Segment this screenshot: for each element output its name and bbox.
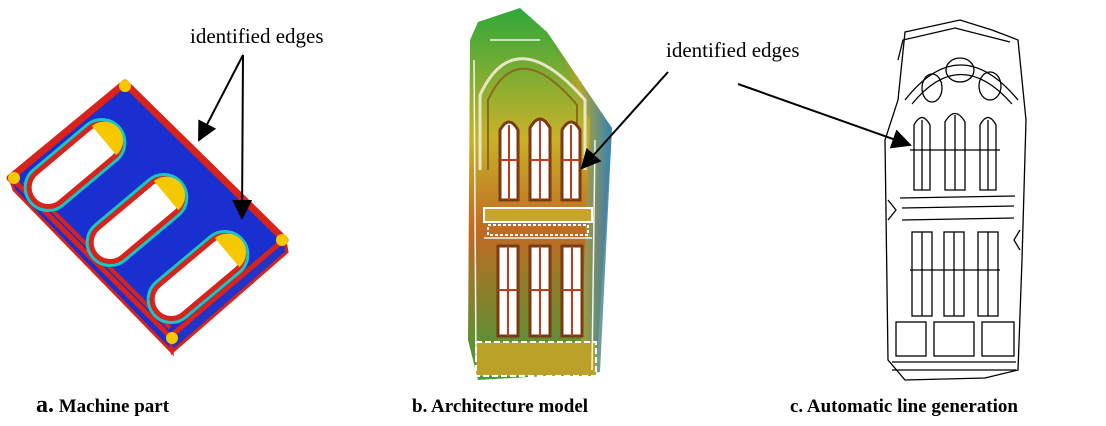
caption-a-letter: a. — [36, 392, 54, 418]
edge-arrow — [737, 83, 912, 149]
edge-arrow — [580, 71, 669, 170]
caption-a: a. Machine part — [36, 392, 169, 419]
machine-part-slot — [146, 230, 250, 324]
line-drawing-figure — [884, 19, 1027, 381]
line-drawing-outline — [884, 19, 1027, 381]
machine-part-slot — [23, 118, 127, 212]
edge-arrow — [198, 54, 244, 142]
edge-arrow — [232, 54, 253, 220]
annotation-identified-edges-a: identified edges — [190, 24, 324, 48]
caption-b: b. Architecture model — [412, 396, 589, 417]
architecture-model-figure — [468, 8, 669, 380]
annotation-identified-edges-b: identified edges — [666, 38, 800, 62]
machine-part-figure — [6, 54, 289, 357]
caption-a-text: Machine part — [58, 396, 170, 417]
caption-c: c. Automatic line generation — [790, 396, 1018, 417]
